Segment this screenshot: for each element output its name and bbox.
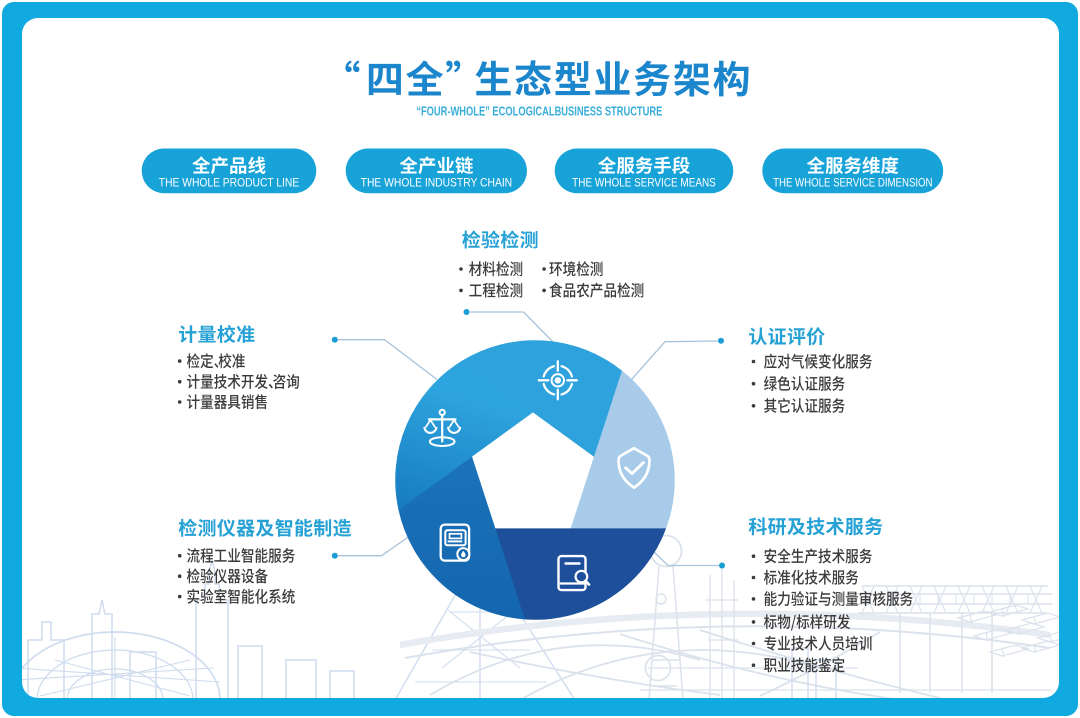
svg-text:THE WHOLE PRODUCT LINE: THE WHOLE PRODUCT LINE: [159, 177, 299, 190]
svg-text:THE WHOLE SERVICE DIMENSION: THE WHOLE SERVICE DIMENSION: [773, 177, 932, 190]
svg-text:THE WHOLE SERVICE MEANS: THE WHOLE SERVICE MEANS: [572, 177, 716, 190]
svg-text:THE WHOLE INDUSTRY CHAIN: THE WHOLE INDUSTRY CHAIN: [361, 177, 513, 190]
svg-text:“FOUR-WHOLE” ECOLOGICALBUSINES: “FOUR-WHOLE” ECOLOGICALBUSINESS STRUCTUR…: [416, 105, 662, 119]
